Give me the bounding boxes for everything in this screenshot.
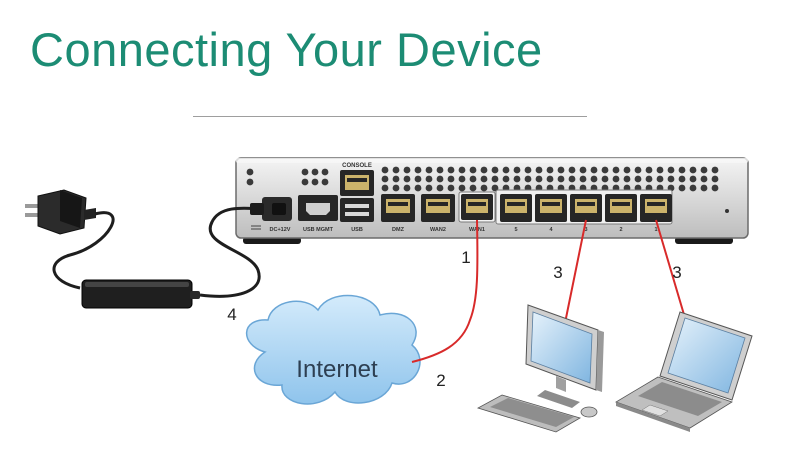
lan-port-1 [640, 194, 672, 222]
wan-cable [411, 219, 479, 363]
port-label-4: 4 [549, 227, 553, 233]
port-label-dmz: DMZ [392, 227, 405, 233]
firewall-device: CONSOLE DC+12V USB MGMT USB DMZ WAN2 WAN… [235, 157, 749, 244]
lan-port-4 [535, 194, 567, 222]
wan2-port [421, 194, 455, 222]
lan-cable-desktop [564, 219, 587, 324]
dmz-port [381, 194, 415, 222]
dc-power-cable [199, 206, 263, 298]
internet-cloud-icon [245, 294, 421, 405]
port-label-1: 1 [654, 227, 657, 233]
lan-cable-laptop [655, 219, 686, 319]
console-port [340, 170, 374, 196]
callout-wan-port: 1 [461, 248, 470, 267]
desktop-computer-icon [476, 304, 604, 433]
power-plug-icon [25, 189, 96, 235]
power-adapter-icon [81, 279, 200, 309]
lan-port-5 [500, 194, 532, 222]
lan-port-3 [570, 194, 602, 222]
power-inlet-port [251, 197, 292, 230]
port-label-5: 5 [514, 227, 517, 233]
cloud-label: Internet [296, 356, 378, 383]
laptop-icon [615, 311, 753, 432]
callout-power: 4 [227, 305, 236, 324]
ac-power-cable [52, 211, 115, 290]
port-label-3: 3 [584, 227, 587, 233]
power-port-label: DC+12V [270, 227, 291, 233]
usb-port [340, 198, 374, 222]
title-divider [193, 116, 587, 117]
callout-desktop: 3 [553, 263, 562, 282]
wan1-port [458, 191, 496, 223]
port-label-usb-mgmt: USB MGMT [303, 227, 334, 233]
callout-laptop: 3 [672, 263, 681, 282]
port-label-usb: USB [351, 227, 363, 233]
console-label: CONSOLE [342, 163, 372, 169]
lan-port-2 [605, 194, 637, 222]
callout-internet: 2 [436, 371, 445, 390]
device-vent-holes [246, 166, 719, 192]
port-label-2: 2 [619, 227, 622, 233]
usb-mgmt-port [298, 195, 338, 221]
port-label-wan2: WAN2 [430, 227, 446, 233]
page-title: Connecting Your Device [30, 23, 543, 76]
